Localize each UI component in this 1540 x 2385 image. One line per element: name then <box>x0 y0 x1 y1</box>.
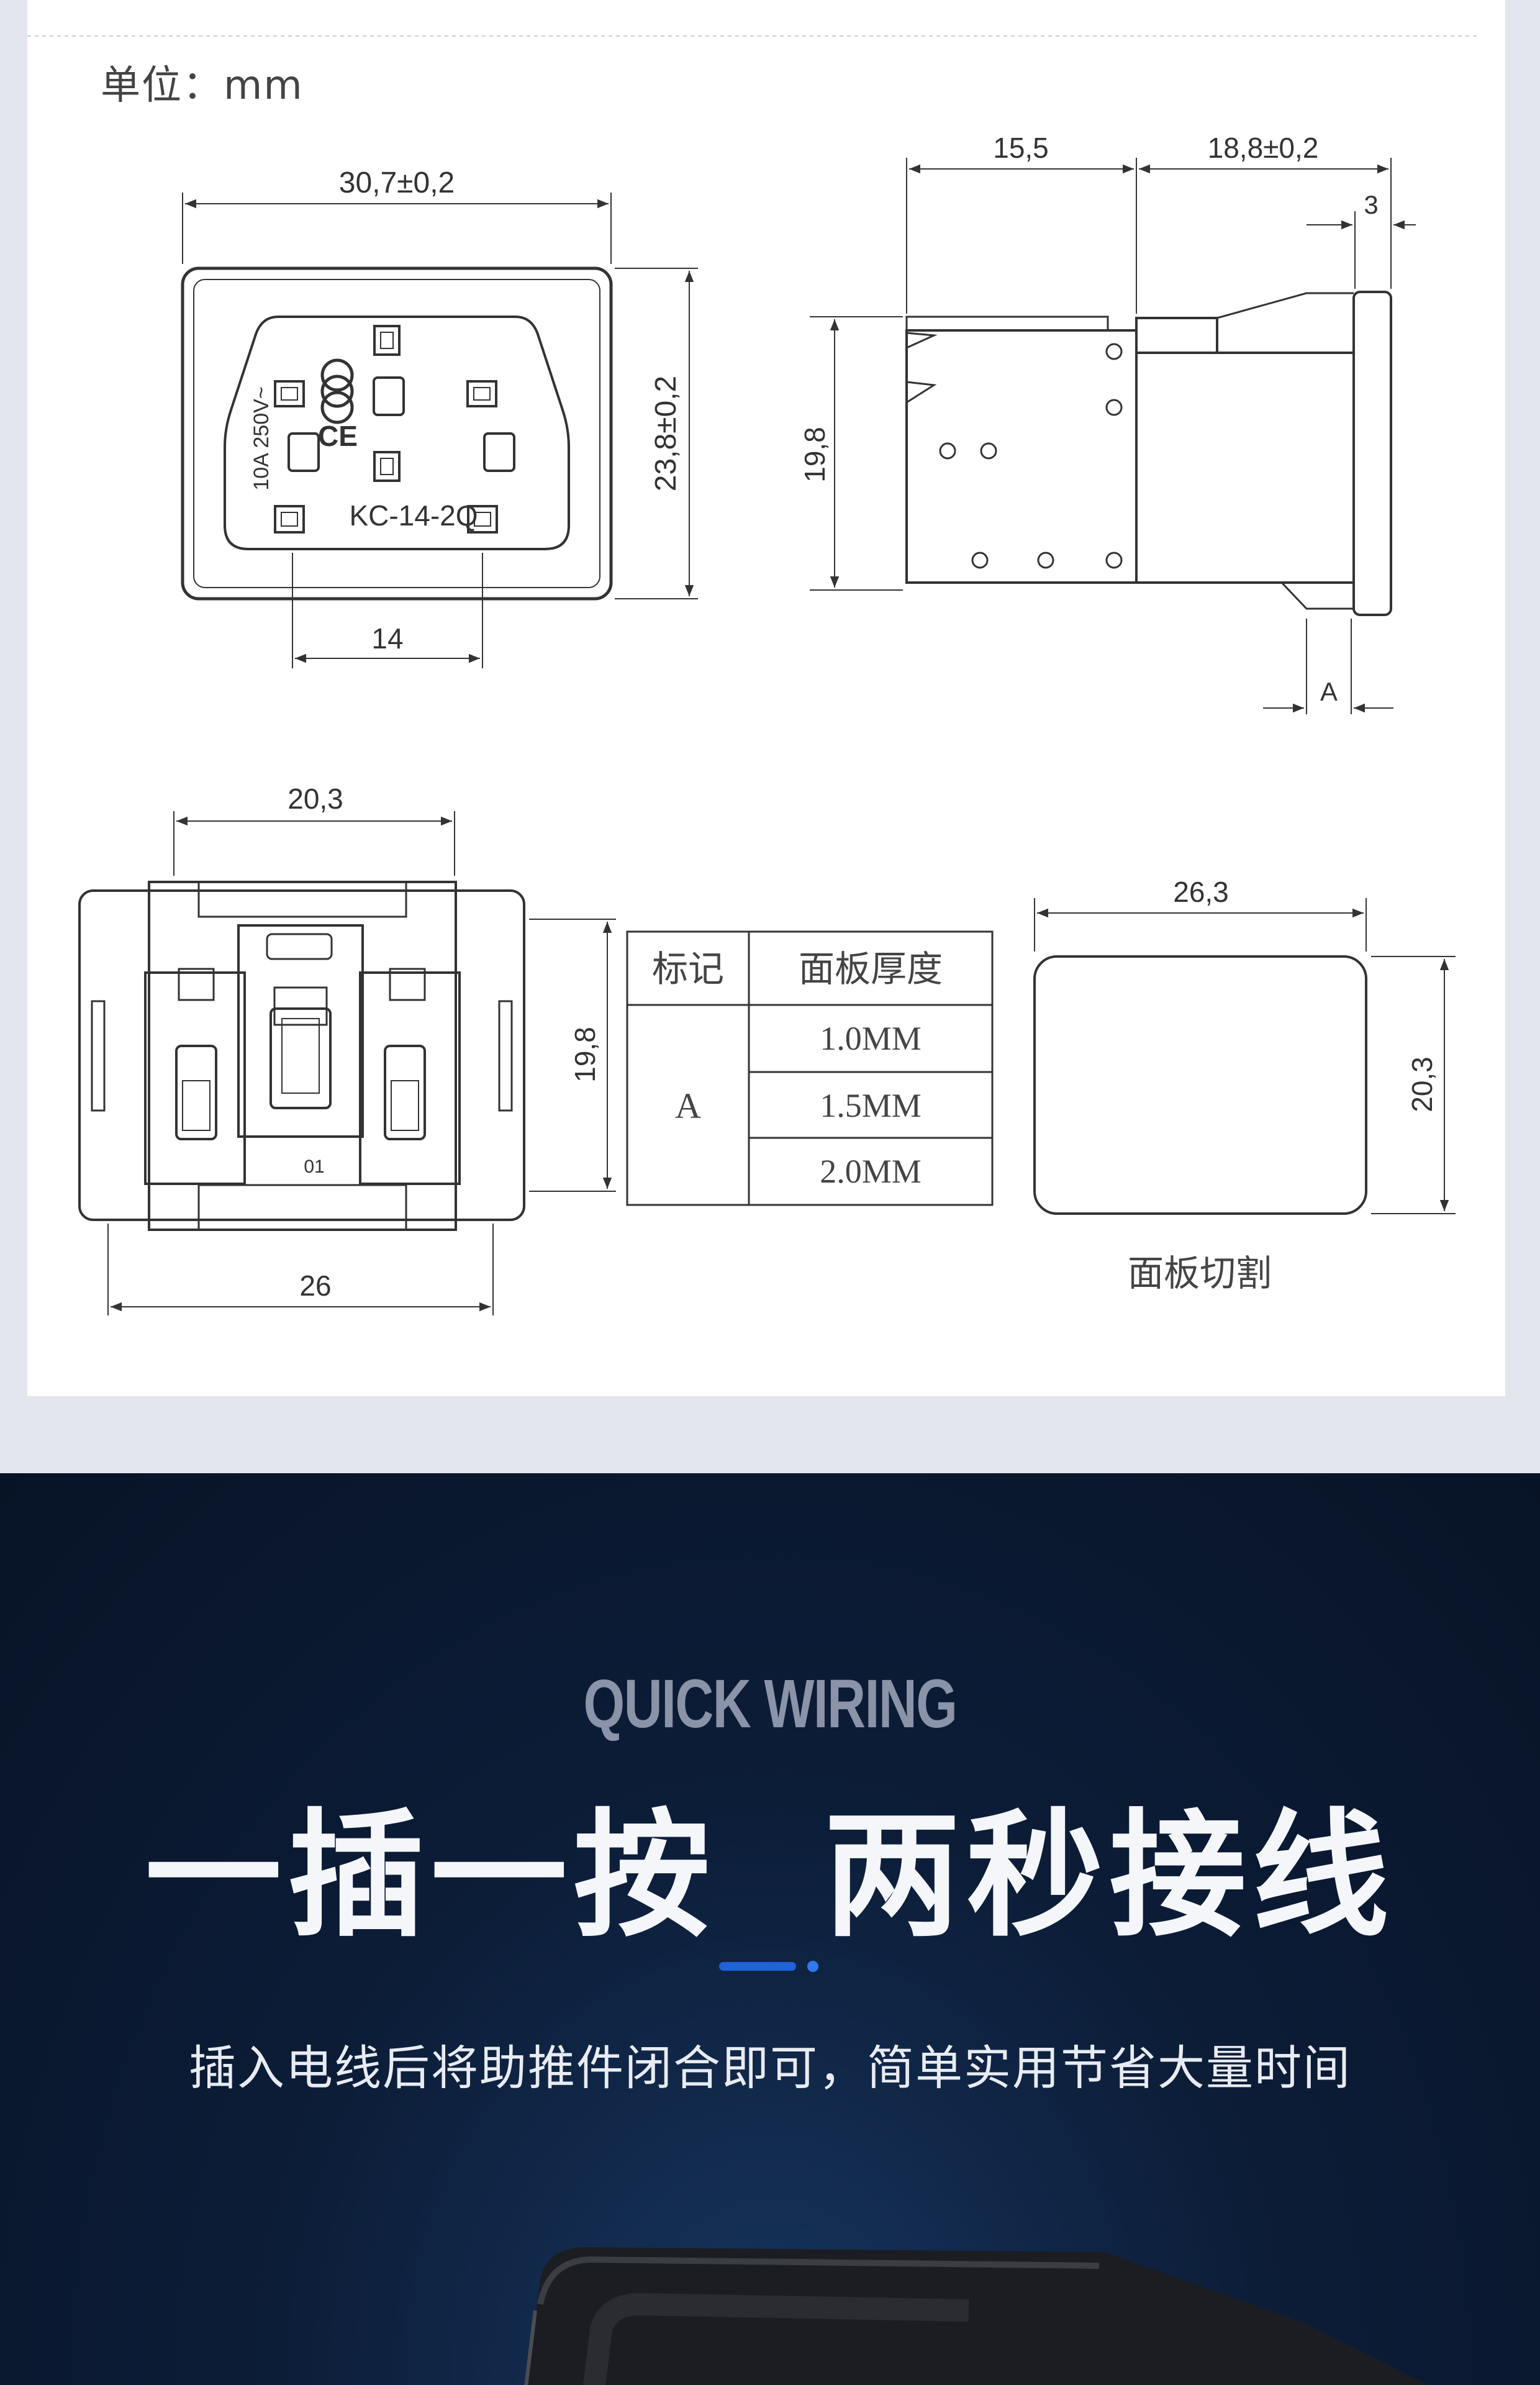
front-height-label: 23,8±0,2 <box>650 376 682 492</box>
table-header-thickness: 面板厚度 <box>799 949 943 989</box>
cutout-width-label: 26,3 <box>1173 876 1229 908</box>
product-image <box>524 2247 1428 2385</box>
accent-bar <box>719 1962 796 1971</box>
bottom-view <box>78 811 616 1315</box>
unit-label: 单位：mm <box>101 63 304 109</box>
ce-mark: CE <box>318 420 358 452</box>
bottom-marking: 01 <box>304 1156 324 1177</box>
description: 插入电线后将助推件闭合即可，简单实用节省大量时间 <box>189 2040 1351 2096</box>
table-cell-thickness-3: 2.0MM <box>820 1153 922 1190</box>
front-view <box>181 193 698 668</box>
table-cell-thickness-2: 1.5MM <box>820 1087 922 1124</box>
side-height-label: 19,8 <box>799 427 831 483</box>
headline: 一插一按 两秒接线 <box>145 1796 1395 1955</box>
bottom-top-width-label: 20,3 <box>288 783 343 815</box>
front-width-label: 30,7±0,2 <box>339 166 455 199</box>
side-depth-rear-label: 18,8±0,2 <box>1208 132 1319 164</box>
cutout-caption: 面板切割 <box>1128 1253 1272 1294</box>
table-cell-thickness-1: 1.0MM <box>820 1020 922 1057</box>
side-flange-label: 3 <box>1364 190 1378 219</box>
cutout-height-label: 20,3 <box>1406 1056 1438 1112</box>
quick-wiring-banner: QUICK WIRING 一插一按 两秒接线 插入电线后将助推件闭合即可，简单实… <box>0 1473 1540 2385</box>
bottom-height-label: 19,8 <box>569 1027 601 1083</box>
technical-drawing: 30,7±0,2 23,8±0,2 14 10A 250V~ KC-14-2Q … <box>27 35 1480 1315</box>
thickness-table <box>626 930 994 1206</box>
panel-cutout <box>1033 898 1456 1215</box>
table-header-mark: 标记 <box>652 949 724 989</box>
accent-dot <box>807 1961 818 1972</box>
spec-card: 单位：mm <box>27 0 1505 1396</box>
table-cell-mark: A <box>675 1086 701 1126</box>
rating-label: 10A 250V~ <box>250 386 273 490</box>
pin-spacing-label: 14 <box>371 622 403 655</box>
side-view <box>810 158 1416 714</box>
panel-marker-label: A <box>1320 677 1338 706</box>
bottom-width-label: 26 <box>299 1270 331 1302</box>
side-depth-front-label: 15,5 <box>993 132 1049 164</box>
english-subtitle: QUICK WIRING <box>583 1666 958 1742</box>
model-label: KC-14-2Q <box>349 499 478 532</box>
